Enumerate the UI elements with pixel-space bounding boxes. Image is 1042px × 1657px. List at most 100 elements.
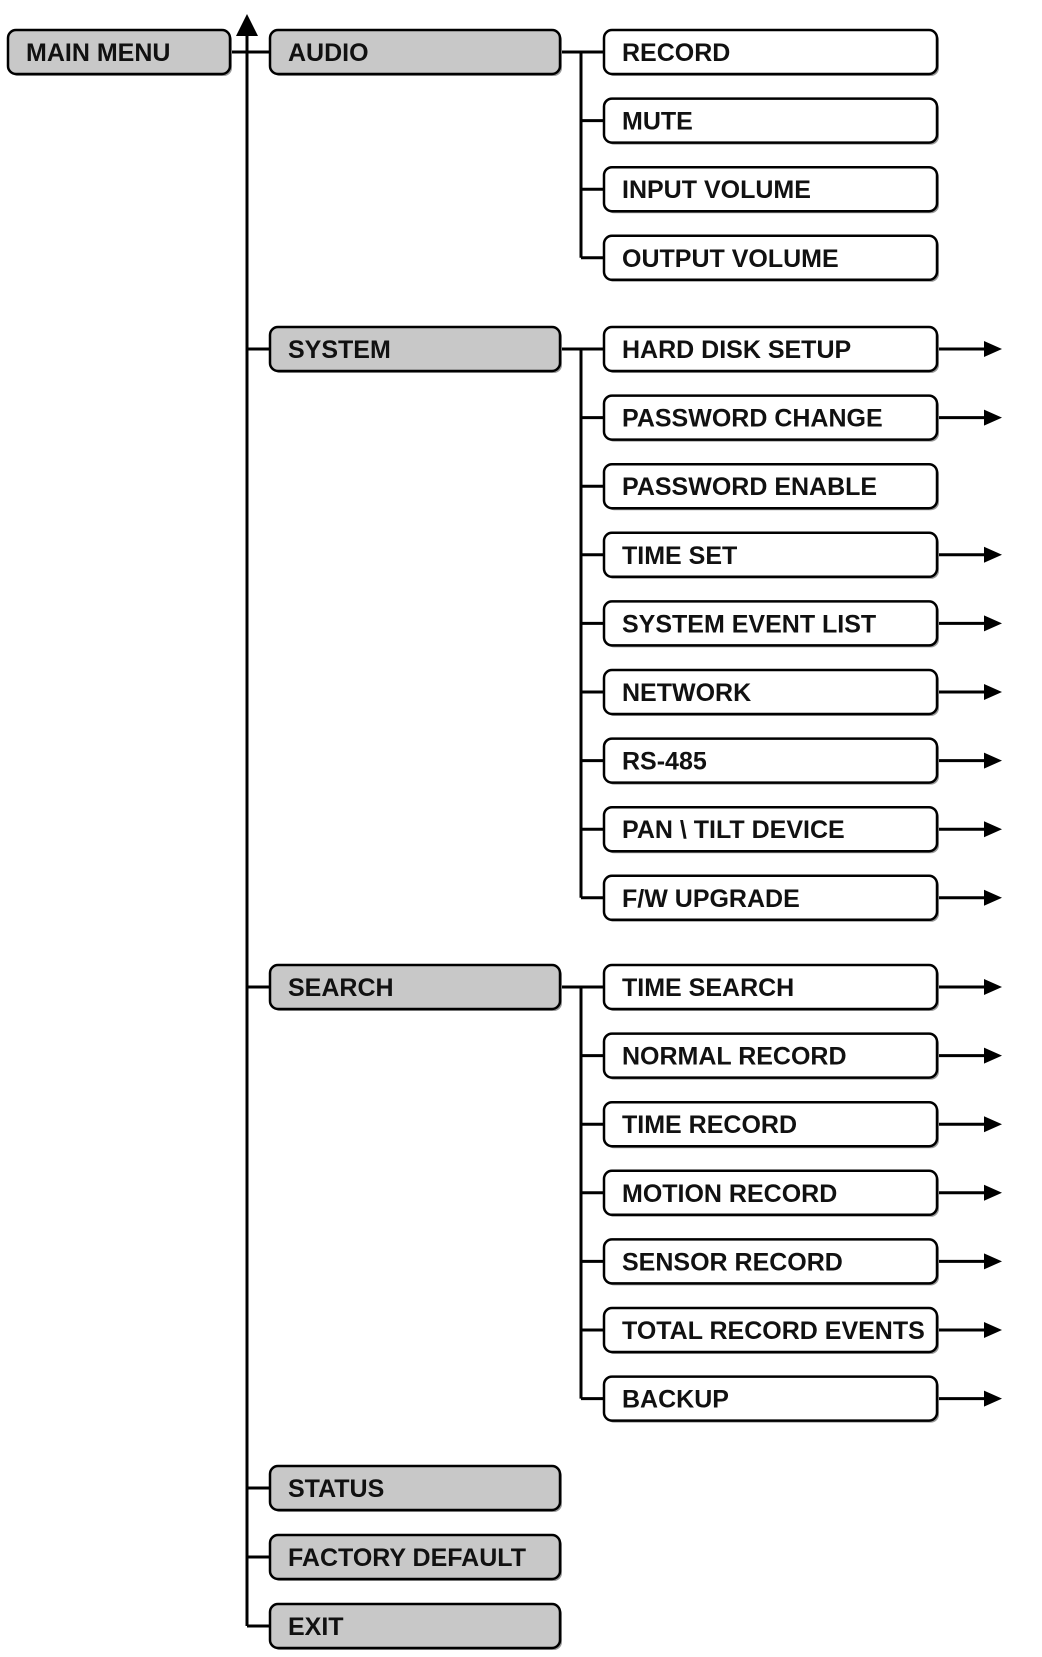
submenu-item-system-event-list[interactable]: SYSTEM EVENT LIST bbox=[602, 600, 939, 648]
menu-exit-box-frame bbox=[268, 1602, 562, 1650]
menu-search-box-label: SEARCH bbox=[288, 974, 394, 1002]
right-arrow-icon bbox=[984, 409, 1002, 426]
submenu-item-password-enable-frame bbox=[602, 462, 939, 510]
submenu-item-motion-record[interactable]: MOTION RECORD bbox=[602, 1169, 939, 1217]
submenu-item-network-label: NETWORK bbox=[622, 679, 751, 707]
submenu-item-time-set[interactable]: TIME SET bbox=[602, 531, 939, 579]
submenu-item-output-volume[interactable]: OUTPUT VOLUME bbox=[602, 234, 939, 282]
menu-system-box[interactable]: SYSTEM bbox=[268, 325, 562, 373]
submenu-item-time-search[interactable]: TIME SEARCH bbox=[602, 963, 939, 1011]
right-arrow-icon bbox=[984, 1322, 1002, 1338]
main-menu-box-label: MAIN MENU bbox=[26, 39, 170, 67]
right-arrow-icon bbox=[984, 1390, 1002, 1407]
main-menu-box[interactable]: MAIN MENU bbox=[6, 28, 232, 76]
submenu-item-motion-record-frame bbox=[602, 1169, 939, 1217]
submenu-item-f-w-upgrade-label: F/W UPGRADE bbox=[622, 885, 800, 913]
submenu-item-total-record-events[interactable]: TOTAL RECORD EVENTS bbox=[602, 1306, 939, 1354]
right-arrow-icon bbox=[984, 821, 1002, 838]
submenu-item-password-change-frame bbox=[602, 394, 939, 441]
submenu-item-rs-485[interactable]: RS-485 bbox=[602, 737, 939, 785]
submenu-item-network-frame bbox=[602, 668, 939, 716]
right-arrow-icon bbox=[984, 752, 1002, 769]
submenu-item-record-label: RECORD bbox=[622, 39, 730, 67]
submenu-item-backup-label: BACKUP bbox=[622, 1386, 729, 1414]
right-arrow-icon bbox=[984, 546, 1002, 563]
right-arrow-icon bbox=[984, 341, 1002, 357]
submenu-item-system-event-list-frame bbox=[602, 600, 939, 647]
menu-system-box-label: SYSTEM bbox=[288, 336, 391, 364]
menu-boxes: MAIN MENU AUDIO RECORD MUTE INPUT VOLUME OUTP… bbox=[6, 28, 939, 1650]
right-arrow-icon bbox=[984, 615, 1002, 632]
menu-status-box-label: STATUS bbox=[288, 1475, 384, 1503]
submenu-item-password-enable[interactable]: PASSWORD ENABLE bbox=[602, 462, 939, 511]
menu-search-box[interactable]: SEARCH bbox=[268, 963, 562, 1011]
submenu-item-pan-tilt-device[interactable]: PAN \ TILT DEVICE bbox=[602, 805, 939, 854]
submenu-item-password-enable-label: PASSWORD ENABLE bbox=[622, 473, 877, 501]
submenu-item-time-search-label: TIME SEARCH bbox=[622, 974, 794, 1002]
submenu-item-output-volume-frame bbox=[602, 234, 939, 282]
menu-factory-default-box-label: FACTORY DEFAULT bbox=[288, 1544, 526, 1572]
submenu-item-backup-frame bbox=[602, 1375, 939, 1422]
submenu-item-normal-record-frame bbox=[602, 1032, 939, 1079]
submenu-item-input-volume[interactable]: INPUT VOLUME bbox=[602, 165, 939, 214]
up-arrow-icon bbox=[236, 14, 258, 36]
submenu-item-mute-label: MUTE bbox=[622, 108, 693, 136]
menu-audio-box[interactable]: AUDIO bbox=[268, 28, 562, 76]
submenu-item-total-record-events-frame bbox=[602, 1306, 939, 1354]
submenu-item-rs-485-frame bbox=[602, 737, 939, 784]
submenu-item-hard-disk-setup-label: HARD DISK SETUP bbox=[622, 336, 851, 364]
main-menu-box-frame bbox=[6, 28, 232, 76]
submenu-item-record[interactable]: RECORD bbox=[602, 28, 939, 76]
right-arrow-icon bbox=[984, 1253, 1002, 1270]
menu-audio-box-label: AUDIO bbox=[288, 39, 369, 67]
right-arrow-icon bbox=[984, 979, 1002, 995]
submenu-item-sensor-record[interactable]: SENSOR RECORD bbox=[602, 1238, 939, 1286]
menu-status-box-frame bbox=[268, 1464, 562, 1512]
right-arrow-icon bbox=[984, 1047, 1002, 1064]
submenu-item-time-record-frame bbox=[602, 1100, 939, 1148]
menu-search-box-frame bbox=[268, 963, 562, 1011]
submenu-item-record-frame bbox=[602, 28, 939, 76]
submenu-item-system-event-list-label: SYSTEM EVENT LIST bbox=[622, 610, 876, 638]
submenu-item-time-record-label: TIME RECORD bbox=[622, 1111, 797, 1139]
submenu-item-time-set-frame bbox=[602, 531, 939, 579]
menu-factory-default-box-frame bbox=[268, 1533, 562, 1581]
submenu-item-mute[interactable]: MUTE bbox=[602, 97, 939, 145]
submenu-item-password-change-label: PASSWORD CHANGE bbox=[622, 405, 883, 433]
submenu-item-network[interactable]: NETWORK bbox=[602, 668, 939, 716]
submenu-item-f-w-upgrade[interactable]: F/W UPGRADE bbox=[602, 874, 939, 922]
right-arrow-icon bbox=[984, 1184, 1002, 1201]
submenu-item-sensor-record-frame bbox=[602, 1238, 939, 1285]
menu-audio-box-frame bbox=[268, 28, 562, 76]
submenu-item-mute-frame bbox=[602, 97, 939, 144]
submenu-item-motion-record-label: MOTION RECORD bbox=[622, 1180, 837, 1208]
right-arrow-icon bbox=[984, 1116, 1002, 1133]
submenu-item-total-record-events-label: TOTAL RECORD EVENTS bbox=[622, 1317, 925, 1345]
submenu-item-hard-disk-setup-frame bbox=[602, 325, 939, 373]
right-arrow-icon bbox=[984, 684, 1002, 700]
menu-exit-box-label: EXIT bbox=[288, 1613, 344, 1641]
submenu-item-input-volume-label: INPUT VOLUME bbox=[622, 176, 811, 204]
submenu-item-time-record[interactable]: TIME RECORD bbox=[602, 1100, 939, 1149]
connector-lines bbox=[232, 14, 1002, 1628]
submenu-item-time-search-frame bbox=[602, 963, 939, 1011]
menu-exit-box[interactable]: EXIT bbox=[268, 1602, 562, 1650]
submenu-item-f-w-upgrade-frame bbox=[602, 874, 939, 922]
submenu-item-hard-disk-setup[interactable]: HARD DISK SETUP bbox=[602, 325, 939, 373]
submenu-item-pan-tilt-device-frame bbox=[602, 805, 939, 853]
submenu-item-normal-record[interactable]: NORMAL RECORD bbox=[602, 1032, 939, 1080]
menu-status-box[interactable]: STATUS bbox=[268, 1464, 562, 1512]
submenu-item-pan-tilt-device-label: PAN \ TILT DEVICE bbox=[622, 816, 845, 844]
submenu-item-output-volume-label: OUTPUT VOLUME bbox=[622, 245, 839, 273]
submenu-item-time-set-label: TIME SET bbox=[622, 542, 737, 570]
menu-system-box-frame bbox=[268, 325, 562, 373]
submenu-item-normal-record-label: NORMAL RECORD bbox=[622, 1043, 847, 1071]
menu-factory-default-box[interactable]: FACTORY DEFAULT bbox=[268, 1533, 562, 1581]
submenu-item-password-change[interactable]: PASSWORD CHANGE bbox=[602, 394, 939, 442]
submenu-item-input-volume-frame bbox=[602, 165, 939, 213]
right-arrow-icon bbox=[984, 889, 1002, 906]
submenu-item-rs-485-label: RS-485 bbox=[622, 748, 707, 776]
submenu-item-sensor-record-label: SENSOR RECORD bbox=[622, 1248, 843, 1276]
submenu-item-backup[interactable]: BACKUP bbox=[602, 1375, 939, 1423]
